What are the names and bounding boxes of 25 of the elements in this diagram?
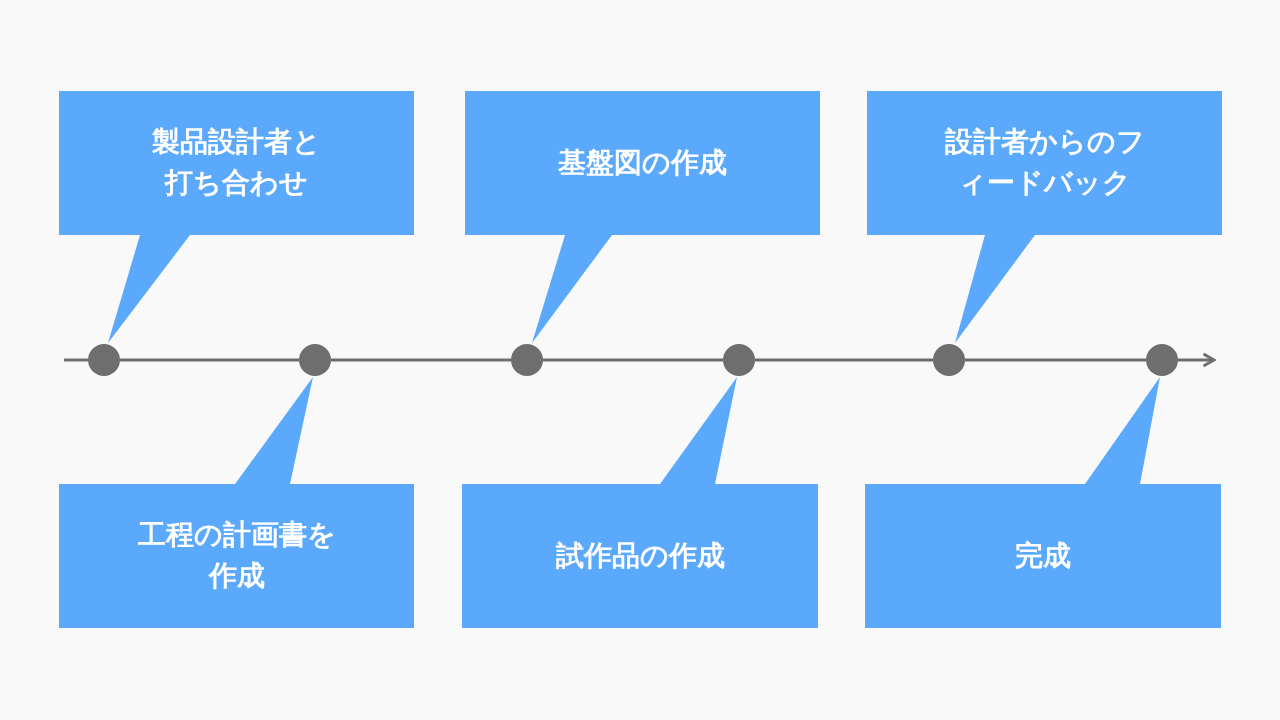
- callout-text: 完成: [1015, 537, 1071, 574]
- timeline-segment: [331, 358, 511, 362]
- callout-text: 設計者からのフィードバック: [943, 124, 1146, 201]
- timeline-segment: [965, 358, 1146, 362]
- callout-text: 基盤図の作成: [558, 144, 727, 181]
- callout-pointer: [108, 235, 190, 343]
- callout-pointer: [1085, 377, 1160, 484]
- timeline-segment: [543, 358, 723, 362]
- callout-text: 製品設計者と打ち合わせ: [151, 124, 322, 201]
- callout-pointer: [660, 377, 737, 484]
- timeline-dot: [933, 344, 965, 376]
- callout-pointer: [532, 235, 612, 343]
- timeline-arrow: [1178, 352, 1216, 368]
- timeline-dot: [88, 344, 120, 376]
- timeline-dot: [299, 344, 331, 376]
- callout-pointer: [955, 235, 1035, 343]
- timeline-dot: [511, 344, 543, 376]
- timeline-segment: [755, 358, 933, 362]
- callout-text: 試作品の作成: [555, 537, 725, 574]
- callout-text: 工程の計画書を作成: [136, 517, 337, 594]
- callout-pointer: [235, 377, 313, 484]
- timeline-segment: [64, 358, 88, 362]
- timeline-dot: [723, 344, 755, 376]
- timeline-segment: [120, 358, 299, 362]
- timeline-dot: [1146, 344, 1178, 376]
